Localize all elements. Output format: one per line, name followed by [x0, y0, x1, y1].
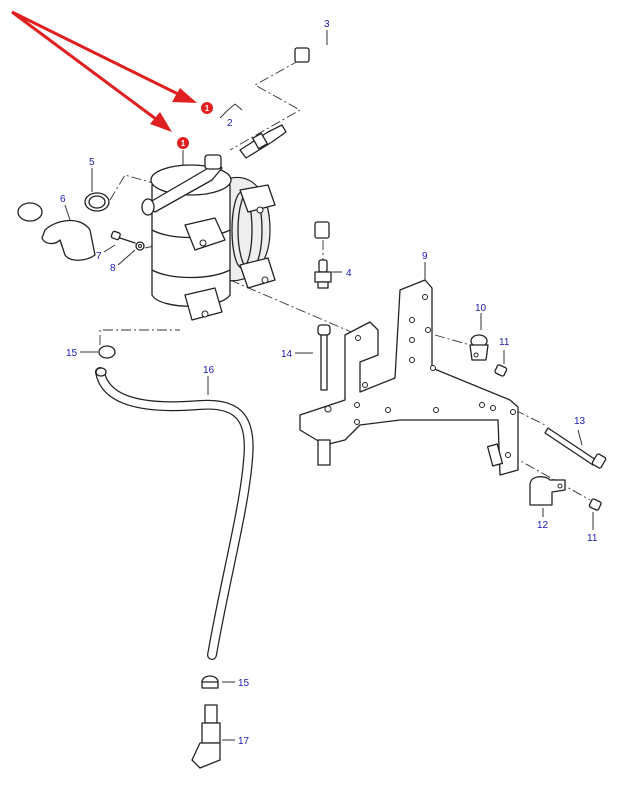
callout-2[interactable]: 2 [227, 118, 233, 129]
callout-15[interactable]: 15 [66, 348, 78, 359]
filter-assembly [141, 154, 276, 321]
fitting-4 [314, 259, 332, 289]
hose-16 [95, 367, 254, 660]
callout-labels: 2 3 4 5 6 7 8 9 10 11 11 12 13 14 15 15 … [60, 19, 598, 747]
callout-5[interactable]: 5 [89, 157, 95, 168]
callout-6[interactable]: 6 [60, 194, 66, 205]
highlight-badge: 1 [201, 102, 213, 114]
callout-10[interactable]: 10 [475, 303, 487, 314]
clamp-15-upper [98, 345, 116, 359]
callout-8[interactable]: 8 [110, 263, 116, 274]
callout-14[interactable]: 14 [281, 349, 293, 360]
bolt-14 [317, 324, 331, 391]
badge-text: 1 [205, 104, 210, 113]
clamp-15-lower [201, 675, 219, 689]
screw-11-lower [588, 498, 602, 511]
callout-17[interactable]: 17 [238, 736, 250, 747]
bolt-7 [110, 230, 136, 244]
clamp-5 [84, 192, 110, 212]
clamp-12 [529, 476, 566, 506]
callout-7[interactable]: 7 [96, 251, 102, 262]
bolt-13 [544, 427, 607, 469]
callout-15[interactable]: 15 [238, 678, 250, 689]
clamp-10 [469, 334, 489, 361]
callout-13[interactable]: 13 [574, 416, 586, 427]
washer-8 [135, 241, 145, 251]
highlight-badge: 1 [177, 137, 189, 149]
callout-11[interactable]: 11 [499, 337, 510, 348]
fitting-2 [239, 124, 287, 159]
hose-3 [294, 47, 353, 239]
assembly-lines [99, 59, 591, 501]
callout-3[interactable]: 3 [324, 19, 330, 30]
callout-12[interactable]: 12 [537, 520, 549, 531]
callout-9[interactable]: 9 [422, 251, 428, 262]
callout-11[interactable]: 11 [587, 533, 598, 544]
elbow-6 [17, 202, 96, 261]
callout-4[interactable]: 4 [346, 268, 352, 279]
leader-lines [64, 30, 594, 741]
bracket-9 [299, 279, 519, 476]
callout-16[interactable]: 16 [203, 365, 215, 376]
highlight-arrows [11, 10, 197, 132]
fitting-17 [191, 704, 221, 769]
screw-11-upper [494, 364, 508, 377]
badge-text: 1 [181, 139, 186, 148]
